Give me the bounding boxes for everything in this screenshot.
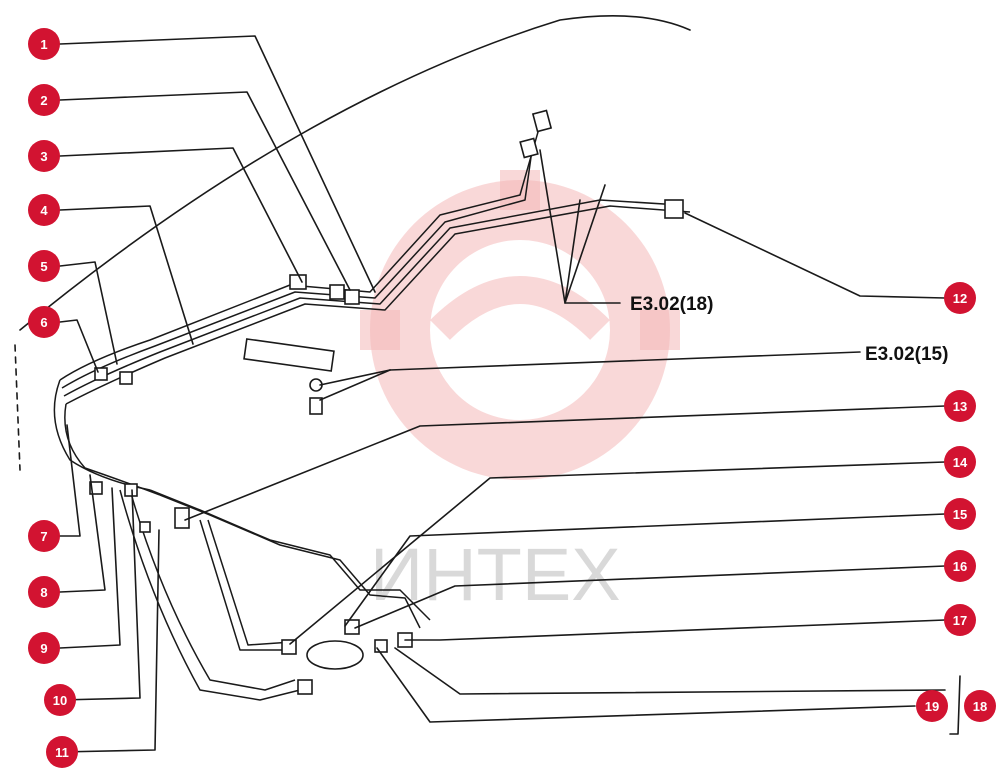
callout-4-label: 4 xyxy=(40,203,48,218)
callout-14: 14 xyxy=(944,446,976,478)
callout-9-label: 9 xyxy=(40,641,47,656)
callout-8-label: 8 xyxy=(40,585,47,600)
callout-19-label: 19 xyxy=(925,699,939,714)
callout-14-label: 14 xyxy=(953,455,968,470)
body-outline xyxy=(19,14,691,331)
callout-11: 11 xyxy=(46,736,78,768)
callout-17-label: 17 xyxy=(953,613,967,628)
callout-7-label: 7 xyxy=(40,529,47,544)
callout-13-label: 13 xyxy=(953,399,967,414)
callout-6-label: 6 xyxy=(40,315,47,330)
callout-16: 16 xyxy=(944,550,976,582)
callout-18-label: 18 xyxy=(973,699,987,714)
callout-5: 5 xyxy=(28,250,60,282)
reference-label-lower: E3.02(15) xyxy=(865,344,948,365)
callout-10-label: 10 xyxy=(53,693,67,708)
callout-5-label: 5 xyxy=(40,259,47,274)
callout-12-label: 12 xyxy=(953,291,967,306)
callout-15: 15 xyxy=(944,498,976,530)
callout-19: 19 xyxy=(916,690,948,722)
callout-15-label: 15 xyxy=(953,507,967,522)
edge-dashed-line xyxy=(14,344,21,471)
callout-17: 17 xyxy=(944,604,976,636)
callout-16-label: 16 xyxy=(953,559,967,574)
callout-9: 9 xyxy=(28,632,60,664)
callout-11-label: 11 xyxy=(55,745,69,760)
callout-3: 3 xyxy=(28,140,60,172)
leader-lines xyxy=(59,35,961,753)
reference-label-upper: E3.02(18) xyxy=(630,294,713,315)
callout-8: 8 xyxy=(28,576,60,608)
callout-13: 13 xyxy=(944,390,976,422)
callout-2-label: 2 xyxy=(40,93,47,108)
callout-12: 12 xyxy=(944,282,976,314)
callout-1-label: 1 xyxy=(40,37,47,52)
callout-2: 2 xyxy=(28,84,60,116)
callout-18: 18 xyxy=(964,690,996,722)
callout-10: 10 xyxy=(44,684,76,716)
watermark-gear-logo xyxy=(360,170,680,480)
pipe-bundle xyxy=(53,124,691,701)
callout-1: 1 xyxy=(28,28,60,60)
callout-3-label: 3 xyxy=(40,149,47,164)
callout-4: 4 xyxy=(28,194,60,226)
callout-6: 6 xyxy=(28,306,60,338)
callout-7: 7 xyxy=(28,520,60,552)
fittings xyxy=(89,109,684,695)
